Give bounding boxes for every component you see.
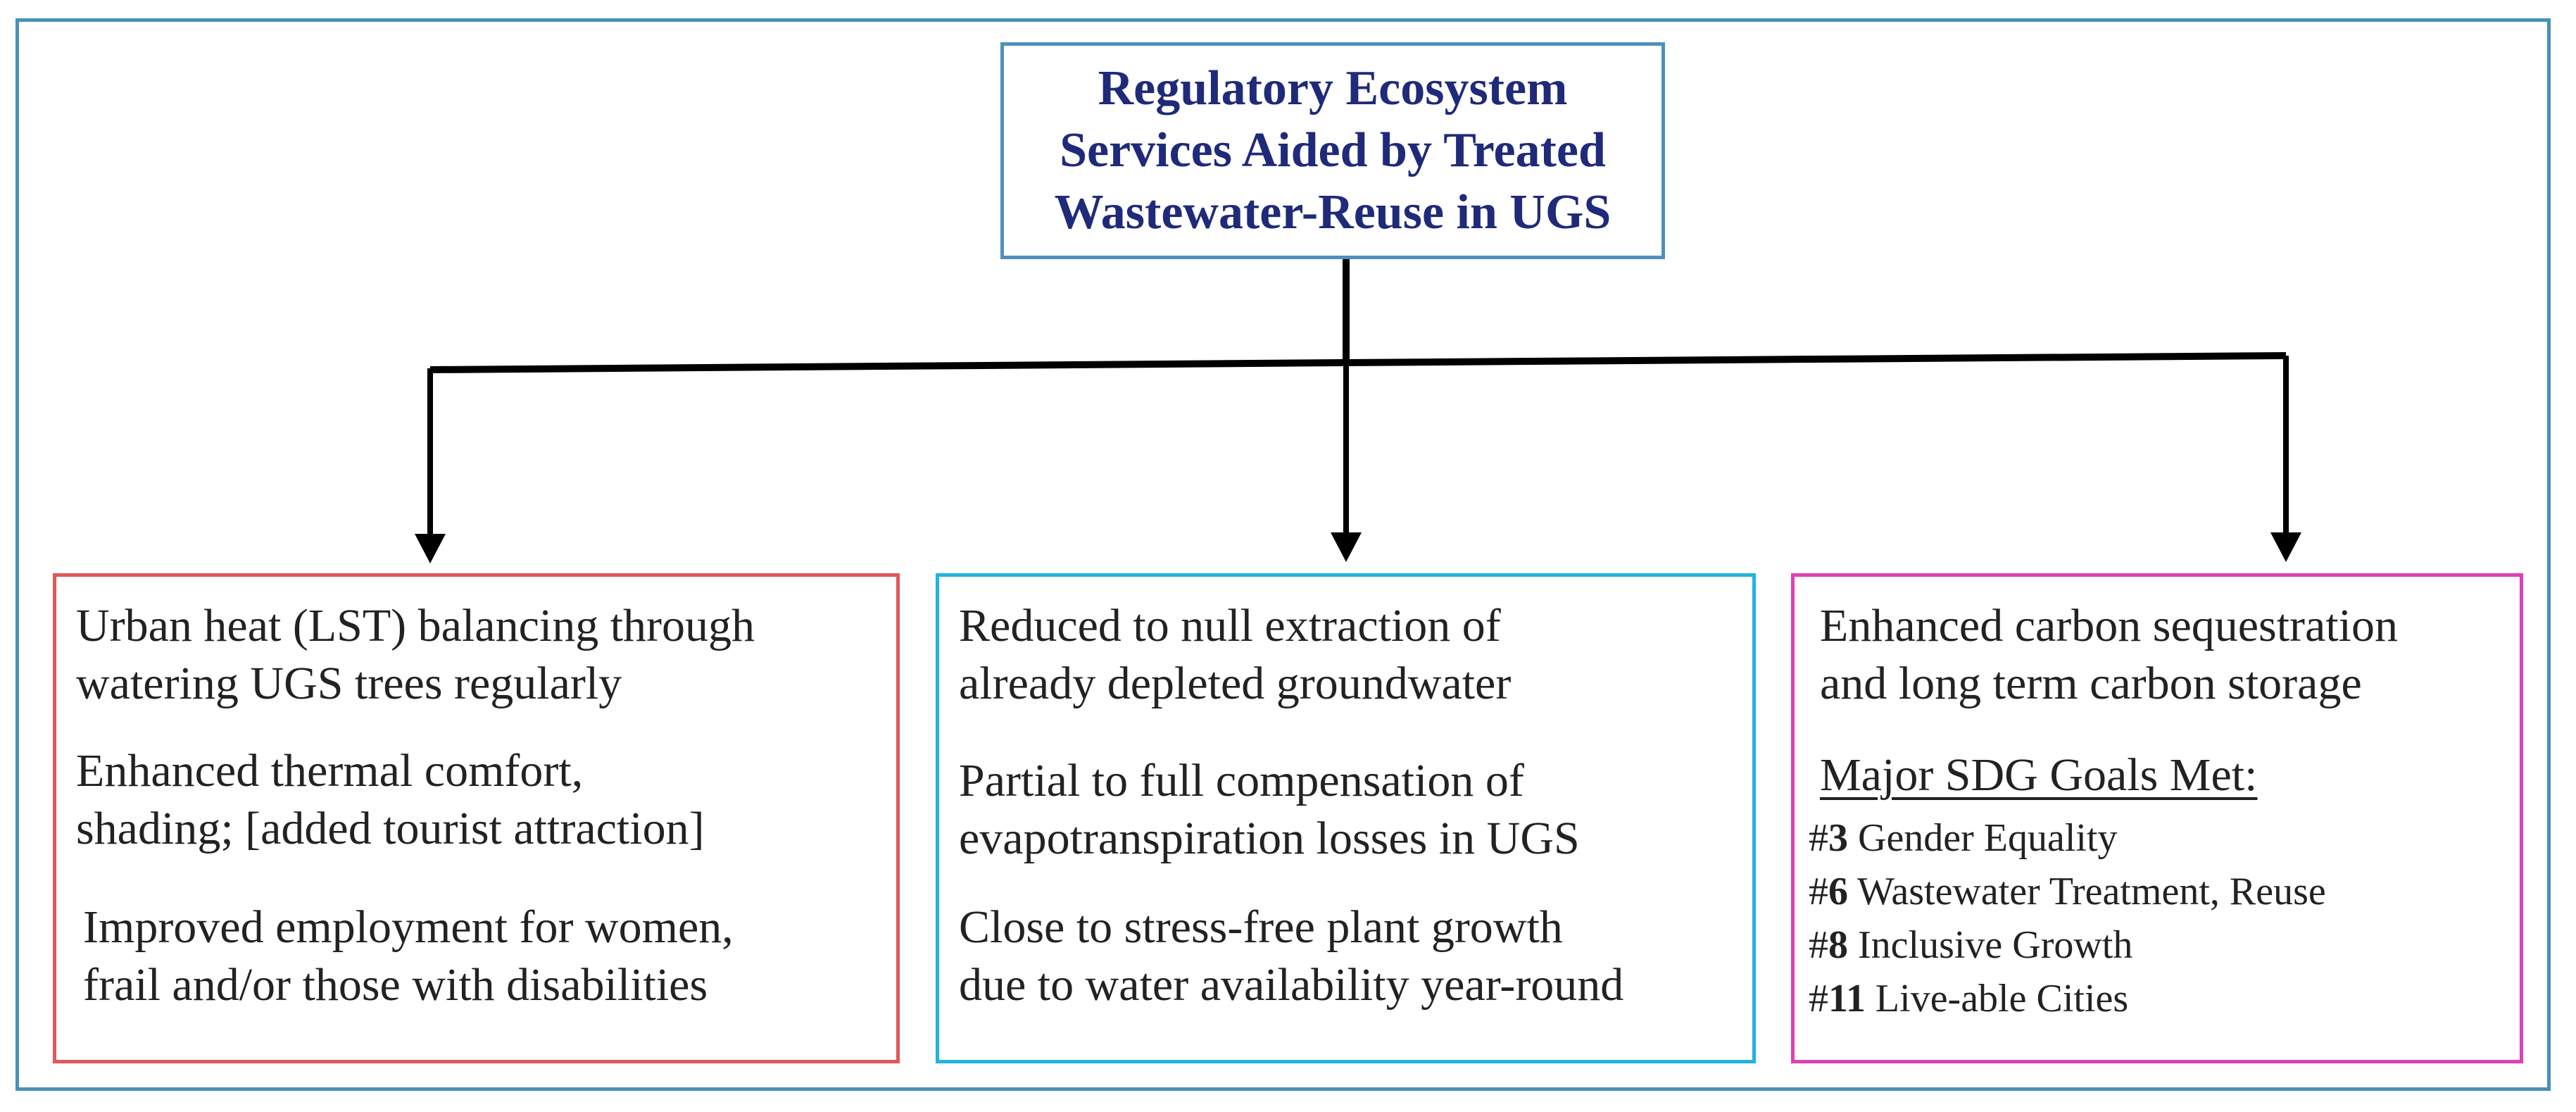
right-service-box: Enhanced carbon sequestration and long t… xyxy=(1791,573,2523,1063)
right-line-2: and long term carbon storage xyxy=(1820,658,2362,709)
left-line-6: frail and/or those with disabilities xyxy=(83,959,708,1011)
sdg-goal-3-number: 8 xyxy=(1828,923,1848,967)
middle-line-6: due to water availability year-round xyxy=(959,959,1624,1011)
title-line-1: Regulatory Ecosystem xyxy=(1098,61,1568,115)
middle-arrowhead xyxy=(1331,532,1362,562)
right-line-1: Enhanced carbon sequestration xyxy=(1820,600,2399,651)
sdg-goal-1-number: 3 xyxy=(1828,816,1848,860)
title-line-3: Wastewater-Reuse in UGS xyxy=(1054,185,1611,239)
sdg-goal-4-hash: # xyxy=(1809,977,1828,1020)
sdg-goal-4-label: Live-able Cities xyxy=(1865,977,2129,1020)
left-service-box: Urban heat (LST) balancing through water… xyxy=(53,573,900,1063)
title-line-2: Services Aided by Treated xyxy=(1060,123,1606,177)
left-arrowhead xyxy=(415,534,446,563)
sdg-goal-3-hash: # xyxy=(1809,923,1828,967)
left-line-1: Urban heat (LST) balancing through xyxy=(76,600,755,651)
left-line-4: shading; [added tourist attraction] xyxy=(76,803,705,854)
sdg-goal-1-hash: # xyxy=(1809,816,1828,860)
sdg-heading: Major SDG Goals Met: xyxy=(1820,749,2258,801)
sdg-goal-3: #8 Inclusive Growth xyxy=(1809,922,2132,968)
sdg-goal-3-label: Inclusive Growth xyxy=(1848,923,2133,967)
sdg-goal-2-number: 6 xyxy=(1828,870,1848,913)
sdg-goal-2-hash: # xyxy=(1809,870,1828,913)
left-line-3: Enhanced thermal comfort, xyxy=(76,745,584,796)
sdg-goal-4-number: 11 xyxy=(1828,977,1866,1020)
left-line-5: Improved employment for women, xyxy=(83,901,734,953)
left-line-2: watering UGS trees regularly xyxy=(76,658,622,709)
sdg-goal-2-label: Wastewater Treatment, Reuse xyxy=(1848,870,2326,913)
right-arrowhead xyxy=(2270,532,2301,562)
sdg-goal-2: #6 Wastewater Treatment, Reuse xyxy=(1809,868,2326,915)
sdg-goal-1-label: Gender Equality xyxy=(1848,816,2118,860)
middle-line-5: Close to stress-free plant growth xyxy=(959,901,1563,953)
middle-service-box: Reduced to null extraction of already de… xyxy=(936,573,1756,1063)
horizontal-bar xyxy=(429,352,2287,373)
title-box: Regulatory Ecosystem Services Aided by T… xyxy=(1000,42,1665,259)
middle-line-3: Partial to full compensation of xyxy=(959,755,1524,806)
middle-line-4: evapotranspiration losses in UGS xyxy=(959,813,1580,864)
title-text: Regulatory Ecosystem Services Aided by T… xyxy=(1055,58,1611,244)
middle-line-1: Reduced to null extraction of xyxy=(959,600,1501,651)
sdg-goal-1: #3 Gender Equality xyxy=(1809,815,2118,861)
sdg-goal-4: #11 Live-able Cities xyxy=(1809,975,2128,1022)
outer-frame xyxy=(15,18,2551,1091)
middle-line-2: already depleted groundwater xyxy=(959,658,1512,709)
